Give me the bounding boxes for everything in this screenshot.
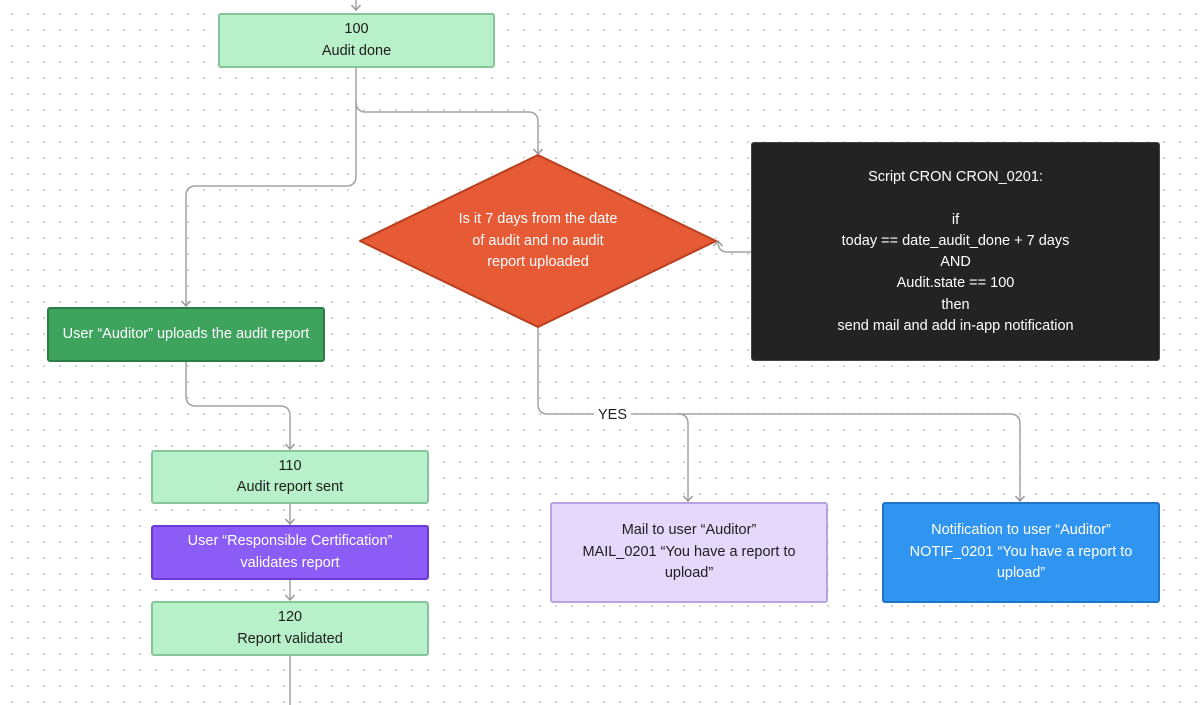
script-line: today == date_audit_done + 7 days — [841, 232, 1070, 249]
decision-line3: report uploaded — [487, 254, 589, 270]
script-line: then — [941, 296, 970, 313]
state-120-report-validated[interactable]: 120 Report validated — [151, 601, 429, 656]
notif-line3: upload” — [996, 565, 1046, 582]
script-line: AND — [940, 254, 971, 271]
state-110-report-sent[interactable]: 110 Audit report sent — [151, 450, 429, 504]
mail-line2: MAIL_0201 “You have a report to — [582, 543, 796, 560]
script-line: send mail and add in-app notification — [837, 318, 1074, 335]
notif-line1: Notification to user “Auditor” — [931, 522, 1111, 539]
decision-line1: Is it 7 days from the date — [458, 211, 618, 227]
action-label: User “Auditor” uploads the audit report — [62, 325, 310, 342]
connector-yes-to-notification — [678, 413, 1026, 503]
mail-line3: upload” — [664, 565, 714, 582]
script-line: Script CRON CRON_0201: — [868, 169, 1043, 185]
action-responsible-certification-validates[interactable]: User “Responsible Certification” validat… — [151, 525, 429, 580]
state-label: Audit report sent — [236, 479, 344, 495]
decision-line2: of audit and no audit — [472, 232, 604, 249]
state-code: 120 — [277, 609, 303, 625]
notif-line2: NOTIF_0201 “You have a report to — [909, 543, 1133, 560]
decision-label: Is it 7 days from the date of audit and … — [418, 209, 658, 274]
script-line: Audit.state == 100 — [896, 275, 1015, 292]
yes-edge-label: YES — [594, 406, 632, 424]
action-label-line2: validates report — [240, 554, 340, 571]
connector-upload-to-report-sent — [185, 362, 296, 451]
connector-audit-done-to-upload — [180, 102, 357, 308]
state-code: 100 — [344, 21, 369, 37]
state-label: Report validated — [237, 630, 343, 647]
decision-diamond[interactable] — [359, 154, 717, 328]
connector-audit-done-to-decision — [355, 67, 544, 156]
action-label-line1: User “Responsible Certification” — [187, 533, 393, 549]
connector-script-to-decision — [712, 239, 751, 253]
mail-to-auditor-box[interactable]: Mail to user “Auditor” MAIL_0201 “You ha… — [550, 502, 828, 603]
state-label: Audit done — [321, 42, 392, 59]
script-line: if — [951, 211, 960, 228]
notification-to-auditor-box[interactable]: Notification to user “Auditor” NOTIF_020… — [882, 502, 1160, 603]
script-line — [752, 188, 1159, 209]
action-auditor-uploads-report[interactable]: User “Auditor” uploads the audit report — [47, 307, 325, 362]
cron-script-note[interactable]: Script CRON CRON_0201: if today == date_… — [751, 142, 1160, 361]
state-code: 110 — [278, 457, 302, 474]
mail-line1: Mail to user “Auditor” — [621, 522, 757, 539]
state-100-audit-done[interactable]: 100 Audit done — [218, 13, 495, 68]
